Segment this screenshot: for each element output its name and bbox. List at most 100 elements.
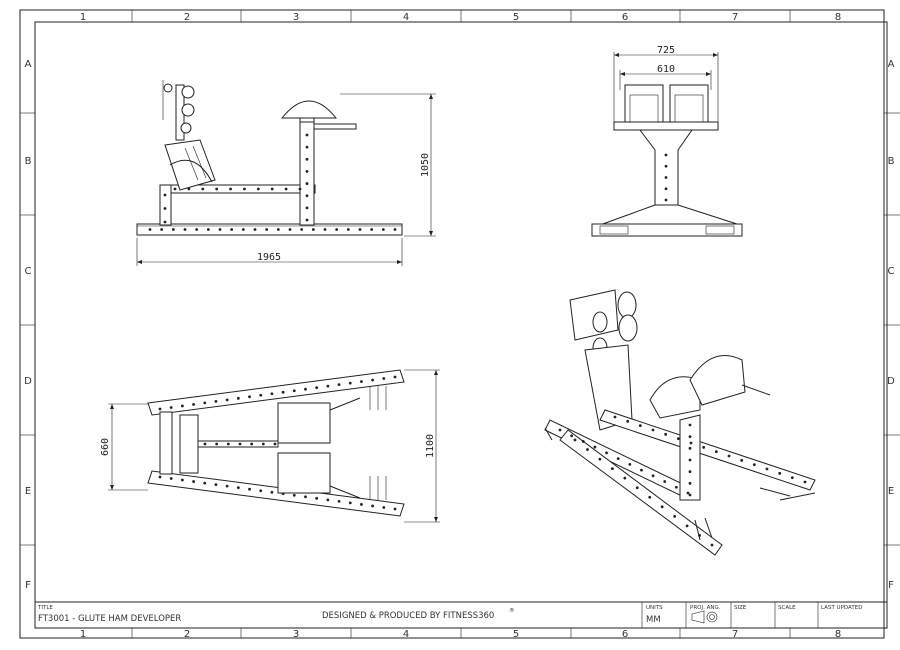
- mounting-hole: [259, 393, 263, 397]
- mounting-hole: [270, 392, 274, 396]
- mounting-hole: [664, 164, 668, 168]
- dim-front-inner: 610: [657, 64, 675, 75]
- mounting-hole: [710, 543, 714, 547]
- side-handle: [313, 123, 357, 130]
- top-view: [108, 369, 440, 523]
- mounting-hole: [765, 467, 769, 471]
- mounting-hole: [371, 378, 375, 382]
- col-label-6: 6: [622, 12, 628, 23]
- mounting-hole: [360, 503, 363, 506]
- mounting-hole: [292, 493, 296, 497]
- mounting-hole: [648, 495, 652, 499]
- mounting-hole: [250, 442, 254, 446]
- col-label-5-bottom: 5: [513, 629, 519, 640]
- iso-pad-rear: [689, 355, 746, 406]
- mounting-hole: [305, 170, 309, 173]
- mounting-hole: [558, 428, 562, 432]
- last-updated-label: LAST UPDATED: [821, 605, 862, 611]
- mounting-hole: [304, 495, 307, 499]
- mounting-hole: [586, 448, 589, 451]
- mounting-hole: [253, 228, 257, 231]
- mounting-hole: [371, 504, 375, 508]
- mounting-hole: [610, 467, 614, 471]
- mounting-hole: [226, 442, 230, 446]
- proj-angle-label: PROJ. ANG.: [690, 605, 721, 611]
- mounting-hole: [281, 492, 285, 496]
- mounting-hole: [393, 375, 397, 379]
- col-label-7-bottom: 7: [732, 629, 738, 640]
- mounting-hole: [688, 446, 692, 450]
- mounting-hole: [243, 187, 246, 191]
- mounting-hole: [740, 458, 744, 462]
- row-label-e: E: [25, 486, 31, 497]
- mounting-hole: [273, 442, 277, 446]
- mounting-hole: [261, 442, 265, 446]
- mounting-hole: [688, 423, 692, 427]
- col-label-3: 3: [293, 12, 299, 23]
- mounting-hole: [790, 476, 794, 480]
- mounting-hole: [288, 228, 292, 231]
- mounting-hole: [311, 228, 315, 231]
- mounting-hole: [635, 486, 639, 490]
- mounting-hole: [382, 506, 386, 509]
- mounting-hole: [688, 481, 692, 485]
- top-rail-lower: [147, 470, 405, 517]
- mounting-hole: [270, 490, 274, 494]
- dim-side-length: 1965: [257, 252, 281, 263]
- col-label-6-bottom: 6: [622, 629, 628, 640]
- mounting-hole: [382, 377, 386, 380]
- mounting-hole: [581, 440, 585, 443]
- side-roller-mid: [181, 103, 195, 117]
- mounting-hole: [570, 434, 574, 438]
- mounting-hole: [688, 470, 692, 474]
- mounting-hole: [276, 228, 280, 231]
- mounting-hole: [284, 187, 288, 191]
- isometric-view: [544, 289, 816, 556]
- mounting-hole: [163, 220, 167, 224]
- mounting-hole: [616, 457, 620, 461]
- mounting-hole: [673, 514, 677, 518]
- mounting-hole: [192, 403, 195, 406]
- mounting-hole: [605, 451, 608, 455]
- mounting-hole: [163, 207, 167, 210]
- mounting-hole: [664, 153, 668, 157]
- top-pad-lower: [277, 452, 331, 494]
- mounting-hole: [664, 187, 668, 191]
- front-pad-right: [669, 84, 709, 128]
- mounting-hole: [305, 218, 309, 222]
- mounting-hole: [393, 228, 397, 231]
- col-label-8: 8: [835, 12, 841, 23]
- mounting-hole: [201, 187, 205, 191]
- mounting-hole: [688, 458, 692, 462]
- col-label-2: 2: [184, 12, 190, 23]
- mounting-hole: [752, 463, 756, 467]
- mounting-hole: [664, 176, 668, 179]
- mounting-hole: [305, 182, 309, 185]
- mounting-hole: [305, 206, 309, 210]
- mounting-hole: [688, 493, 692, 497]
- mounting-hole: [183, 228, 187, 231]
- top-foot-assembly: [179, 414, 199, 474]
- top-center-beam: [197, 440, 279, 448]
- mounting-hole: [214, 483, 218, 487]
- mounting-hole: [158, 475, 162, 479]
- title-label: TITLE: [37, 605, 53, 611]
- mounting-hole: [651, 474, 655, 478]
- mounting-hole: [203, 401, 207, 405]
- mounting-hole: [173, 187, 177, 191]
- mounting-hole: [676, 437, 680, 441]
- mounting-hole: [192, 480, 195, 483]
- dim-top-outer: 1100: [425, 434, 436, 458]
- iso-rail-base: [559, 429, 723, 556]
- mounting-hole: [203, 481, 207, 485]
- mounting-hole: [148, 228, 152, 231]
- projection-symbol-cone: [691, 610, 705, 624]
- row-label-d: D: [24, 376, 32, 387]
- mounting-hole: [215, 442, 219, 446]
- mounting-hole: [664, 432, 668, 436]
- mounting-hole: [714, 450, 718, 454]
- mounting-hole: [381, 228, 385, 231]
- mounting-hole: [651, 428, 655, 432]
- mounting-hole: [323, 228, 327, 231]
- mounting-hole: [214, 399, 218, 403]
